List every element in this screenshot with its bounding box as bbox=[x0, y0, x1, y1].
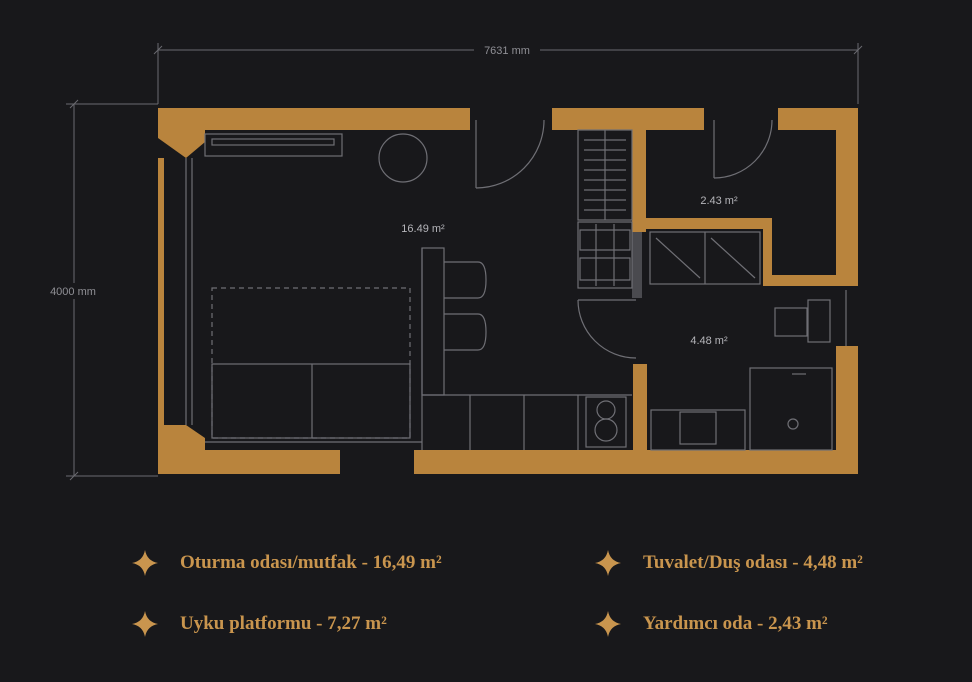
four-point-star-icon bbox=[132, 550, 158, 576]
four-point-star-icon bbox=[595, 611, 621, 637]
height-dimension: 4000 mm bbox=[50, 286, 96, 298]
legend-item-bathroom: Tuvalet/Duş odası - 4,48 m² bbox=[593, 548, 863, 578]
legend-label: Yardımcı oda - 2,43 m² bbox=[643, 613, 828, 634]
walls bbox=[158, 108, 858, 474]
legend-item-utility-room: Yardımcı oda - 2,43 m² bbox=[593, 609, 828, 639]
utility-area-label: 2.43 m² bbox=[700, 195, 738, 207]
furniture bbox=[185, 129, 847, 451]
legend-label: Uyku platformu - 7,27 m² bbox=[180, 613, 387, 634]
legend-label: Tuvalet/Duş odası - 4,48 m² bbox=[643, 552, 863, 573]
living-kitchen-area-label: 16.49 m² bbox=[401, 223, 445, 235]
door-swings bbox=[475, 119, 773, 359]
width-dimension: 7631 mm bbox=[484, 45, 530, 57]
four-point-star-icon bbox=[132, 611, 158, 637]
bathroom-area-label: 4.48 m² bbox=[690, 335, 728, 347]
legend-item-sleeping-platform: Uyku platformu - 7,27 m² bbox=[130, 609, 387, 639]
floor-plan: 7631 mm 4000 mm bbox=[50, 43, 863, 481]
legend-label: Oturma odası/mutfak - 16,49 m² bbox=[180, 552, 442, 573]
four-point-star-icon bbox=[595, 550, 621, 576]
legend-item-living-kitchen: Oturma odası/mutfak - 16,49 m² bbox=[130, 548, 442, 578]
